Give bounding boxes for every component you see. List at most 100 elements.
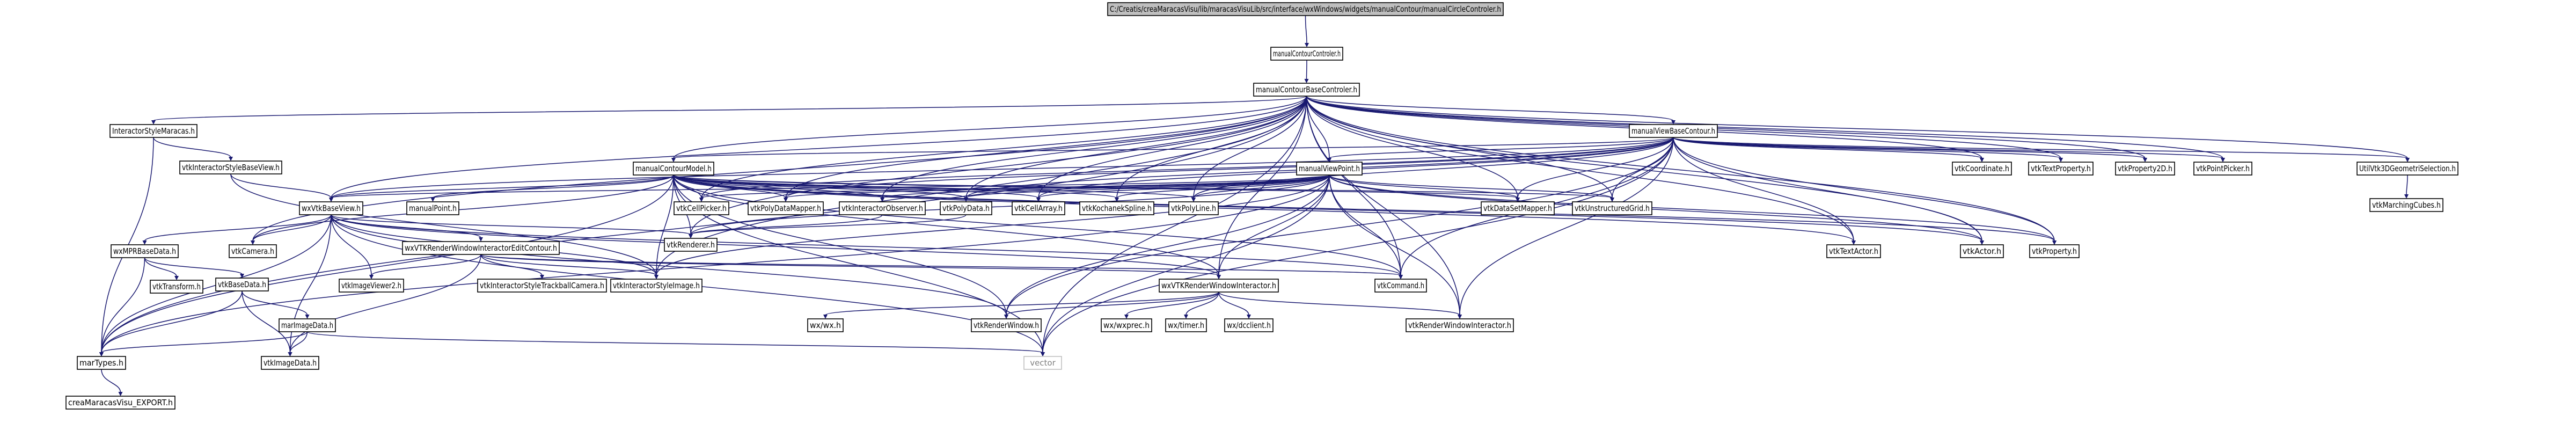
node-vtkrenderwindow[interactable]: vtkRenderWindow.h (971, 318, 1042, 332)
arrowhead-wxVtkBaseView-to-wxMPRBaseData (142, 240, 147, 245)
node-martypes[interactable]: marTypes.h (77, 356, 126, 370)
edge-InteractorStyleMaracas-to-vtkInteractorStyleBaseView (153, 137, 231, 158)
edge-wxVtkBaseView-to-wxMPRBaseData (144, 214, 332, 242)
node-vtkinteractorstylebaseview[interactable]: vtkInteractorStyleBaseView.h (179, 161, 282, 174)
arrowhead-manualViewPoint-to-vtkPolyData (964, 198, 968, 202)
node-box (406, 201, 459, 215)
node-vtkimageviewer2[interactable]: vtkImageViewer2.h (339, 279, 404, 293)
node-vtkproperty[interactable]: vtkProperty.h (2029, 244, 2080, 258)
arrowhead-manualViewPoint-to-vtkPolyLine (1191, 198, 1196, 202)
node-manualcontourbasecontroler[interactable]: manualContourBaseControler.h (1253, 83, 1360, 97)
node-manualcontourmodel[interactable]: manualContourModel.h (633, 162, 714, 176)
arrowhead-wxVTKRenderWindowInteractorEditContour-to-vtkCommand (1399, 275, 1403, 279)
arrowhead-wxVTKRenderWindowInteractor-to-wx_wxprec (1124, 315, 1129, 319)
node-manualpoint[interactable]: manualPoint.h (406, 201, 459, 215)
node-vtkcellpicker[interactable]: vtkCellPicker.h (674, 201, 729, 215)
node-vtkrenderwindowinteractor[interactable]: vtkRenderWindowInteractor.h (1406, 318, 1514, 332)
edge-manualContourBaseControler-to-vtkRenderWindowInteractor (1306, 96, 1460, 316)
node-box (179, 161, 282, 174)
edge-marImageData-to-marTypes (101, 331, 308, 353)
arrowhead-manualViewPoint-to-vtkCellArray (1036, 198, 1041, 202)
edge-manualViewBaseContour-to-vtkProperty (1673, 137, 2055, 242)
edge-manualContourBaseControler-to-wxVtkBaseView (331, 96, 1307, 199)
node-vtktextproperty[interactable]: vtkTextProperty.h (2028, 162, 2094, 176)
node-vtkcoordinate[interactable]: vtkCoordinate.h (1952, 162, 2012, 176)
node-root[interactable]: C:/Creatis/creaMaracasVisu/lib/maracasVi… (1107, 2, 1504, 16)
node-vtkcommand[interactable]: vtkCommand.h (1374, 279, 1427, 293)
node-label: vtkTransform.h (152, 282, 201, 291)
edge-manualViewBaseContour-to-vtkTextActor (1673, 137, 1854, 242)
node-wx-wxprec[interactable]: wx/wxprec.h (1101, 318, 1152, 332)
node-utilvtk3dgeometriselection[interactable]: UtilVtk3DGeometriSelection.h (2357, 162, 2458, 176)
arrowhead-wxVTKRenderWindowInteractor-to-wx_dcclient (1247, 315, 1251, 319)
node-manualviewbasecontour[interactable]: manualViewBaseContour.h (1629, 124, 1718, 138)
node-manualcontourcontroler[interactable]: manualContourControler.h (1270, 47, 1343, 61)
arrowhead-wxVTKRenderWindowInteractorEditContour-to-vtkImageData (288, 352, 292, 356)
node-label: wxVtkBaseView.h (302, 203, 361, 213)
arrowhead-marImageData-to-vector (1041, 352, 1045, 356)
node-box (299, 201, 363, 215)
node-creamaracasvisu-export[interactable]: creaMaracasVisu_EXPORT.h (65, 396, 175, 410)
arrowhead-manualViewBaseContour-to-manualViewPoint (1327, 158, 1331, 162)
node-vtkmarchingcubes[interactable]: vtkMarchingCubes.h (2369, 198, 2443, 212)
node-wx-wx[interactable]: wx/wx.h (807, 318, 844, 332)
node-label: vtkTextActor.h (1829, 246, 1878, 256)
node-box (748, 201, 824, 215)
edge-manualViewPoint-to-vtkInteractorStyleImage (656, 174, 1330, 276)
edge-manualContourBaseControler-to-manualViewPoint (1306, 96, 1330, 159)
node-vtkkochanekspline[interactable]: vtkKochanekSpline.h (1079, 201, 1154, 215)
node-label: wx/timer.h (1168, 320, 1204, 330)
edge-manualViewPoint-to-vtkActor (1329, 174, 1982, 242)
node-vtkpolydatamapper[interactable]: vtkPolyDataMapper.h (748, 201, 824, 215)
edge-wxVtkBaseView-to-vtkImageViewer2 (331, 214, 372, 276)
edge-manualViewBaseContour-to-vtkCoordinate (1673, 137, 1982, 159)
node-label: vtkTextProperty.h (2031, 164, 2091, 173)
node-label: marTypes.h (79, 358, 123, 368)
node-box (610, 279, 702, 293)
node-vector[interactable]: vector (1023, 356, 1062, 370)
node-box (402, 241, 560, 255)
node-vtkinteractorobserver[interactable]: vtkInteractorObserver.h (839, 201, 926, 215)
node-box (1224, 318, 1274, 332)
node-vtkcellarray[interactable]: vtkCellArray.h (1012, 201, 1065, 215)
edge-marTypes-to-creaMaracasVisu_EXPORT (101, 369, 121, 393)
node-vtkpolydata[interactable]: vtkPolyData.h (940, 201, 992, 215)
node-marimagedata[interactable]: marImageData.h (279, 318, 336, 332)
node-vtkrenderer[interactable]: vtkRenderer.h (664, 238, 718, 252)
node-box (839, 201, 926, 215)
node-vtkpointpicker[interactable]: vtkPointPicker.h (2193, 162, 2252, 176)
edge-marImageData-to-vector (306, 331, 1043, 353)
edge-manualContourBaseControler-to-vtkDataSetMapper (1306, 96, 1518, 199)
node-wxmprbasedata[interactable]: wxMPRBaseData.h (111, 244, 179, 258)
node-box (1012, 201, 1065, 215)
edge-manualContourModel-to-vtkCamera (252, 174, 674, 242)
node-vtkcamera[interactable]: vtkCamera.h (229, 244, 277, 258)
node-wxvtkrenderwindowinteractoreditcontour[interactable]: wxVTKRenderWindowInteractorEditContour.h (402, 241, 560, 255)
node-vtktransform[interactable]: vtkTransform.h (150, 280, 203, 294)
node-vtkdatasetmapper[interactable]: vtkDataSetMapper.h (1481, 201, 1555, 215)
node-wx-dcclient[interactable]: wx/dcclient.h (1224, 318, 1274, 332)
node-interactorstylemaracas[interactable]: InteractorStyleMaracas.h (109, 124, 197, 138)
node-box (1159, 279, 1279, 293)
node-wxvtkbaseview[interactable]: wxVtkBaseView.h (299, 201, 363, 215)
node-vtkinteractorstyleimage[interactable]: vtkInteractorStyleImage.h (610, 279, 702, 293)
node-manualviewpoint[interactable]: manualViewPoint.h (1296, 162, 1363, 176)
node-vtkproperty2d[interactable]: vtkProperty2D.h (2115, 162, 2175, 176)
node-vtkimagedata[interactable]: vtkImageData.h (261, 356, 319, 370)
node-vtkinteractorstyletrackballcamera[interactable]: vtkInteractorStyleTrackballCamera.h (477, 279, 607, 293)
node-label: wxVTKRenderWindowInteractor.h (1161, 281, 1276, 290)
node-box (1406, 318, 1514, 332)
node-vtkactor[interactable]: vtkActor.h (1960, 244, 2004, 258)
node-label: vtkPolyDataMapper.h (750, 203, 821, 213)
node-wxvtkrenderwindowinteractor[interactable]: wxVTKRenderWindowInteractor.h (1159, 279, 1279, 293)
edge-manualContourModel-to-vtkPolyDataMapper (673, 174, 786, 199)
node-vtkunstructuredgrid[interactable]: vtkUnstructuredGrid.h (1572, 201, 1652, 215)
node-vtktextactor[interactable]: vtkTextActor.h (1826, 244, 1881, 258)
arrowhead-wxVTKRenderWindowInteractorEditContour-to-wxVTKRenderWindowInteractor (1217, 275, 1221, 279)
edge-manualViewPoint-to-vtkPolyDataMapper (785, 174, 1330, 199)
arrowhead-manualViewBaseContour-to-manualContourModel (671, 158, 676, 162)
node-vtkpolyline[interactable]: vtkPolyLine.h (1168, 201, 1219, 215)
node-wx-timer[interactable]: wx/timer.h (1165, 318, 1207, 332)
edge-manualViewPoint-to-vtkRenderer (690, 174, 1330, 235)
node-vtkbasedata[interactable]: vtkBaseData.h (215, 278, 269, 291)
